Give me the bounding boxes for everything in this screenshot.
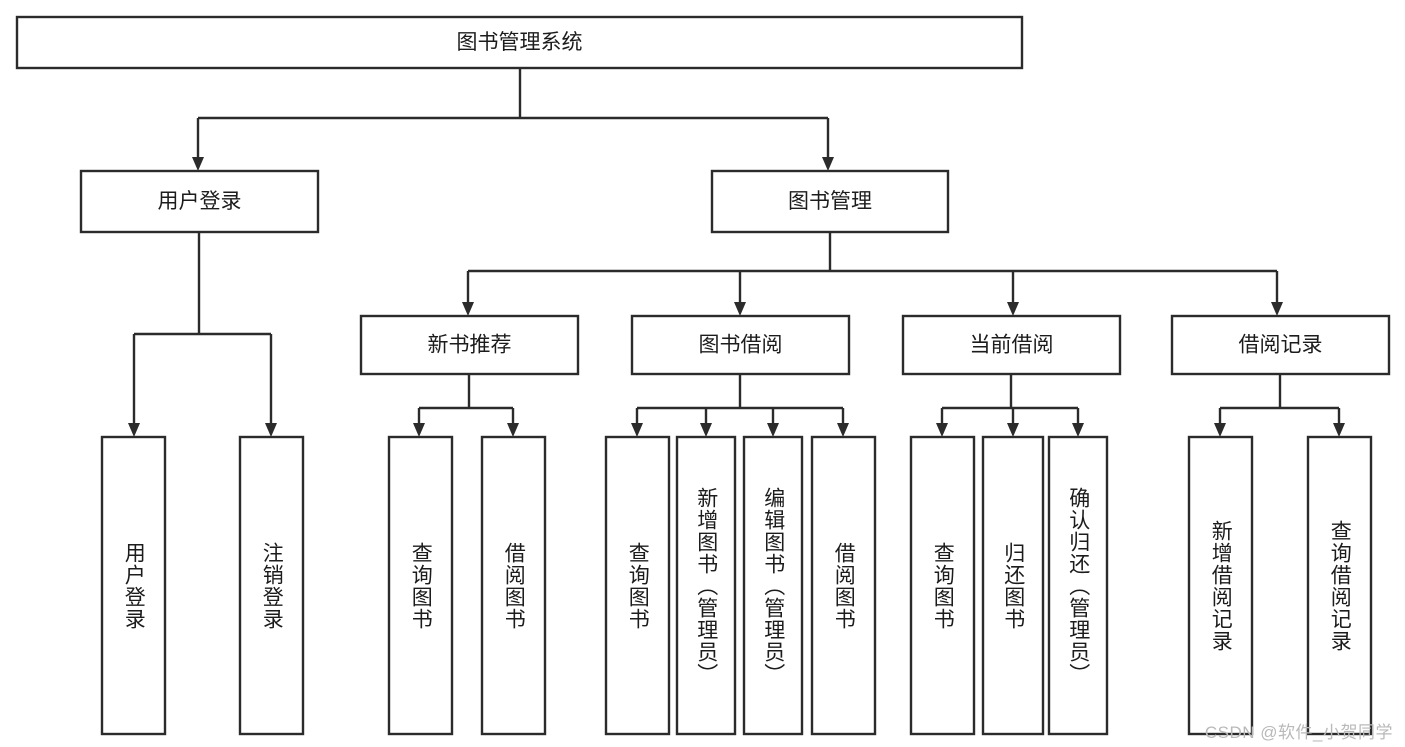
borrow-record-arrow-0-head [1214, 423, 1226, 437]
level3-node-e5809fe99885e8aeb0e5bd95-box[interactable] [1170, 314, 1391, 376]
book-borrow-arrow-2-head [767, 423, 779, 437]
root-arrow-1-head [822, 157, 834, 171]
book-manage-arrow-0-head [462, 302, 474, 316]
leaf-3-node-e5809fe99885e59bbee4b9a6-box[interactable] [480, 435, 547, 736]
leaf-5-node-e696b0e5a29ee59bbee4b9a6efbc88e7aea1e79086e59198efbc89-box[interactable] [675, 435, 737, 736]
level3-node-e696b0e4b9a6e68ea8e88d90-label: 新书推荐 [428, 334, 512, 357]
leaf-8-node-e69fa5e8afa2e59bbee4b9a6-box[interactable] [909, 435, 976, 736]
leaf-7-node-e5809fe99885e59bbee4b9a6-box[interactable] [810, 435, 877, 736]
current-borrow-arrow-0-head [936, 423, 948, 437]
book-manage-arrow-2-head [1007, 302, 1019, 316]
node-boxes-layer [15, 15, 1391, 736]
connectors-layer [128, 68, 1345, 437]
level3-node-e5bd93e5898de5809fe99885-box[interactable] [901, 314, 1122, 376]
current-borrow-arrow-2-head [1072, 423, 1084, 437]
root-node-e59bbee4b9a6e7aea1e79086e7b3bbe7bb9f-box[interactable] [15, 15, 1024, 70]
user-login-arrow-0-head [128, 423, 140, 437]
level2-node-e59bbee4b9a6e7aea1e79086-label: 图书管理 [788, 190, 872, 213]
book-manage-arrow-1-head [734, 302, 746, 316]
leaf-6-node-e7bc96e8be91e59bbee4b9a6efbc88e7aea1e79086e59198efbc89-box[interactable] [742, 435, 804, 736]
level3-node-e696b0e4b9a6e68ea8e88d90-box[interactable] [359, 314, 580, 376]
leaf-0-node-e794a8e688b7e799bbe5bd95-box[interactable] [100, 435, 167, 736]
current-borrow-arrow-1-head [1007, 423, 1019, 437]
leaf-11-node-e696b0e5a29ee5809fe99885e8aeb0e5bd95-box[interactable] [1187, 435, 1254, 736]
level2-node-e794a8e688b7e799bbe5bd95-box[interactable] [79, 169, 320, 234]
root-arrow-0-head [192, 157, 204, 171]
user-login-arrow-1-head [265, 423, 277, 437]
book-borrow-arrow-3-head [837, 423, 849, 437]
level3-node-e59bbee4b9a6e5809fe99885-box[interactable] [630, 314, 851, 376]
leaf-10-node-e7a1aee8aea4e5bd92e8bf98efbc88e7aea1e79086e59198efbc89-box[interactable] [1047, 435, 1109, 736]
new-book-arrow-0-head [413, 423, 425, 437]
leaf-12-node-e69fa5e8afa2e5809fe99885e8aeb0e5bd95-box[interactable] [1306, 435, 1373, 736]
leaf-4-node-e69fa5e8afa2e59bbee4b9a6-box[interactable] [604, 435, 671, 736]
level2-node-e59bbee4b9a6e7aea1e79086-box[interactable] [710, 169, 950, 234]
book-borrow-arrow-1-head [700, 423, 712, 437]
csdn-watermark: CSDN @软件_小贺同学 [1204, 723, 1393, 742]
book-manage-arrow-3-head [1271, 302, 1283, 316]
level3-node-e59bbee4b9a6e5809fe99885-label: 图书借阅 [699, 334, 783, 357]
leaf-2-node-e69fa5e8afa2e59bbee4b9a6-box[interactable] [387, 435, 454, 736]
level3-node-e5bd93e5898de5809fe99885-label: 当前借阅 [970, 334, 1054, 357]
borrow-record-arrow-1-head [1333, 423, 1345, 437]
book-borrow-arrow-0-head [631, 423, 643, 437]
leaf-9-node-e5bd92e8bf98e59bbee4b9a6-box[interactable] [981, 435, 1045, 736]
level2-node-e794a8e688b7e799bbe5bd95-label: 用户登录 [158, 190, 242, 213]
root-node-e59bbee4b9a6e7aea1e79086e7b3bbe7bb9f-label: 图书管理系统 [457, 31, 583, 54]
level3-node-e5809fe99885e8aeb0e5bd95-label: 借阅记录 [1239, 334, 1323, 357]
new-book-arrow-1-head [507, 423, 519, 437]
leaf-1-node-e6b3a8e99480e799bbe5bd95-box[interactable] [238, 435, 305, 736]
